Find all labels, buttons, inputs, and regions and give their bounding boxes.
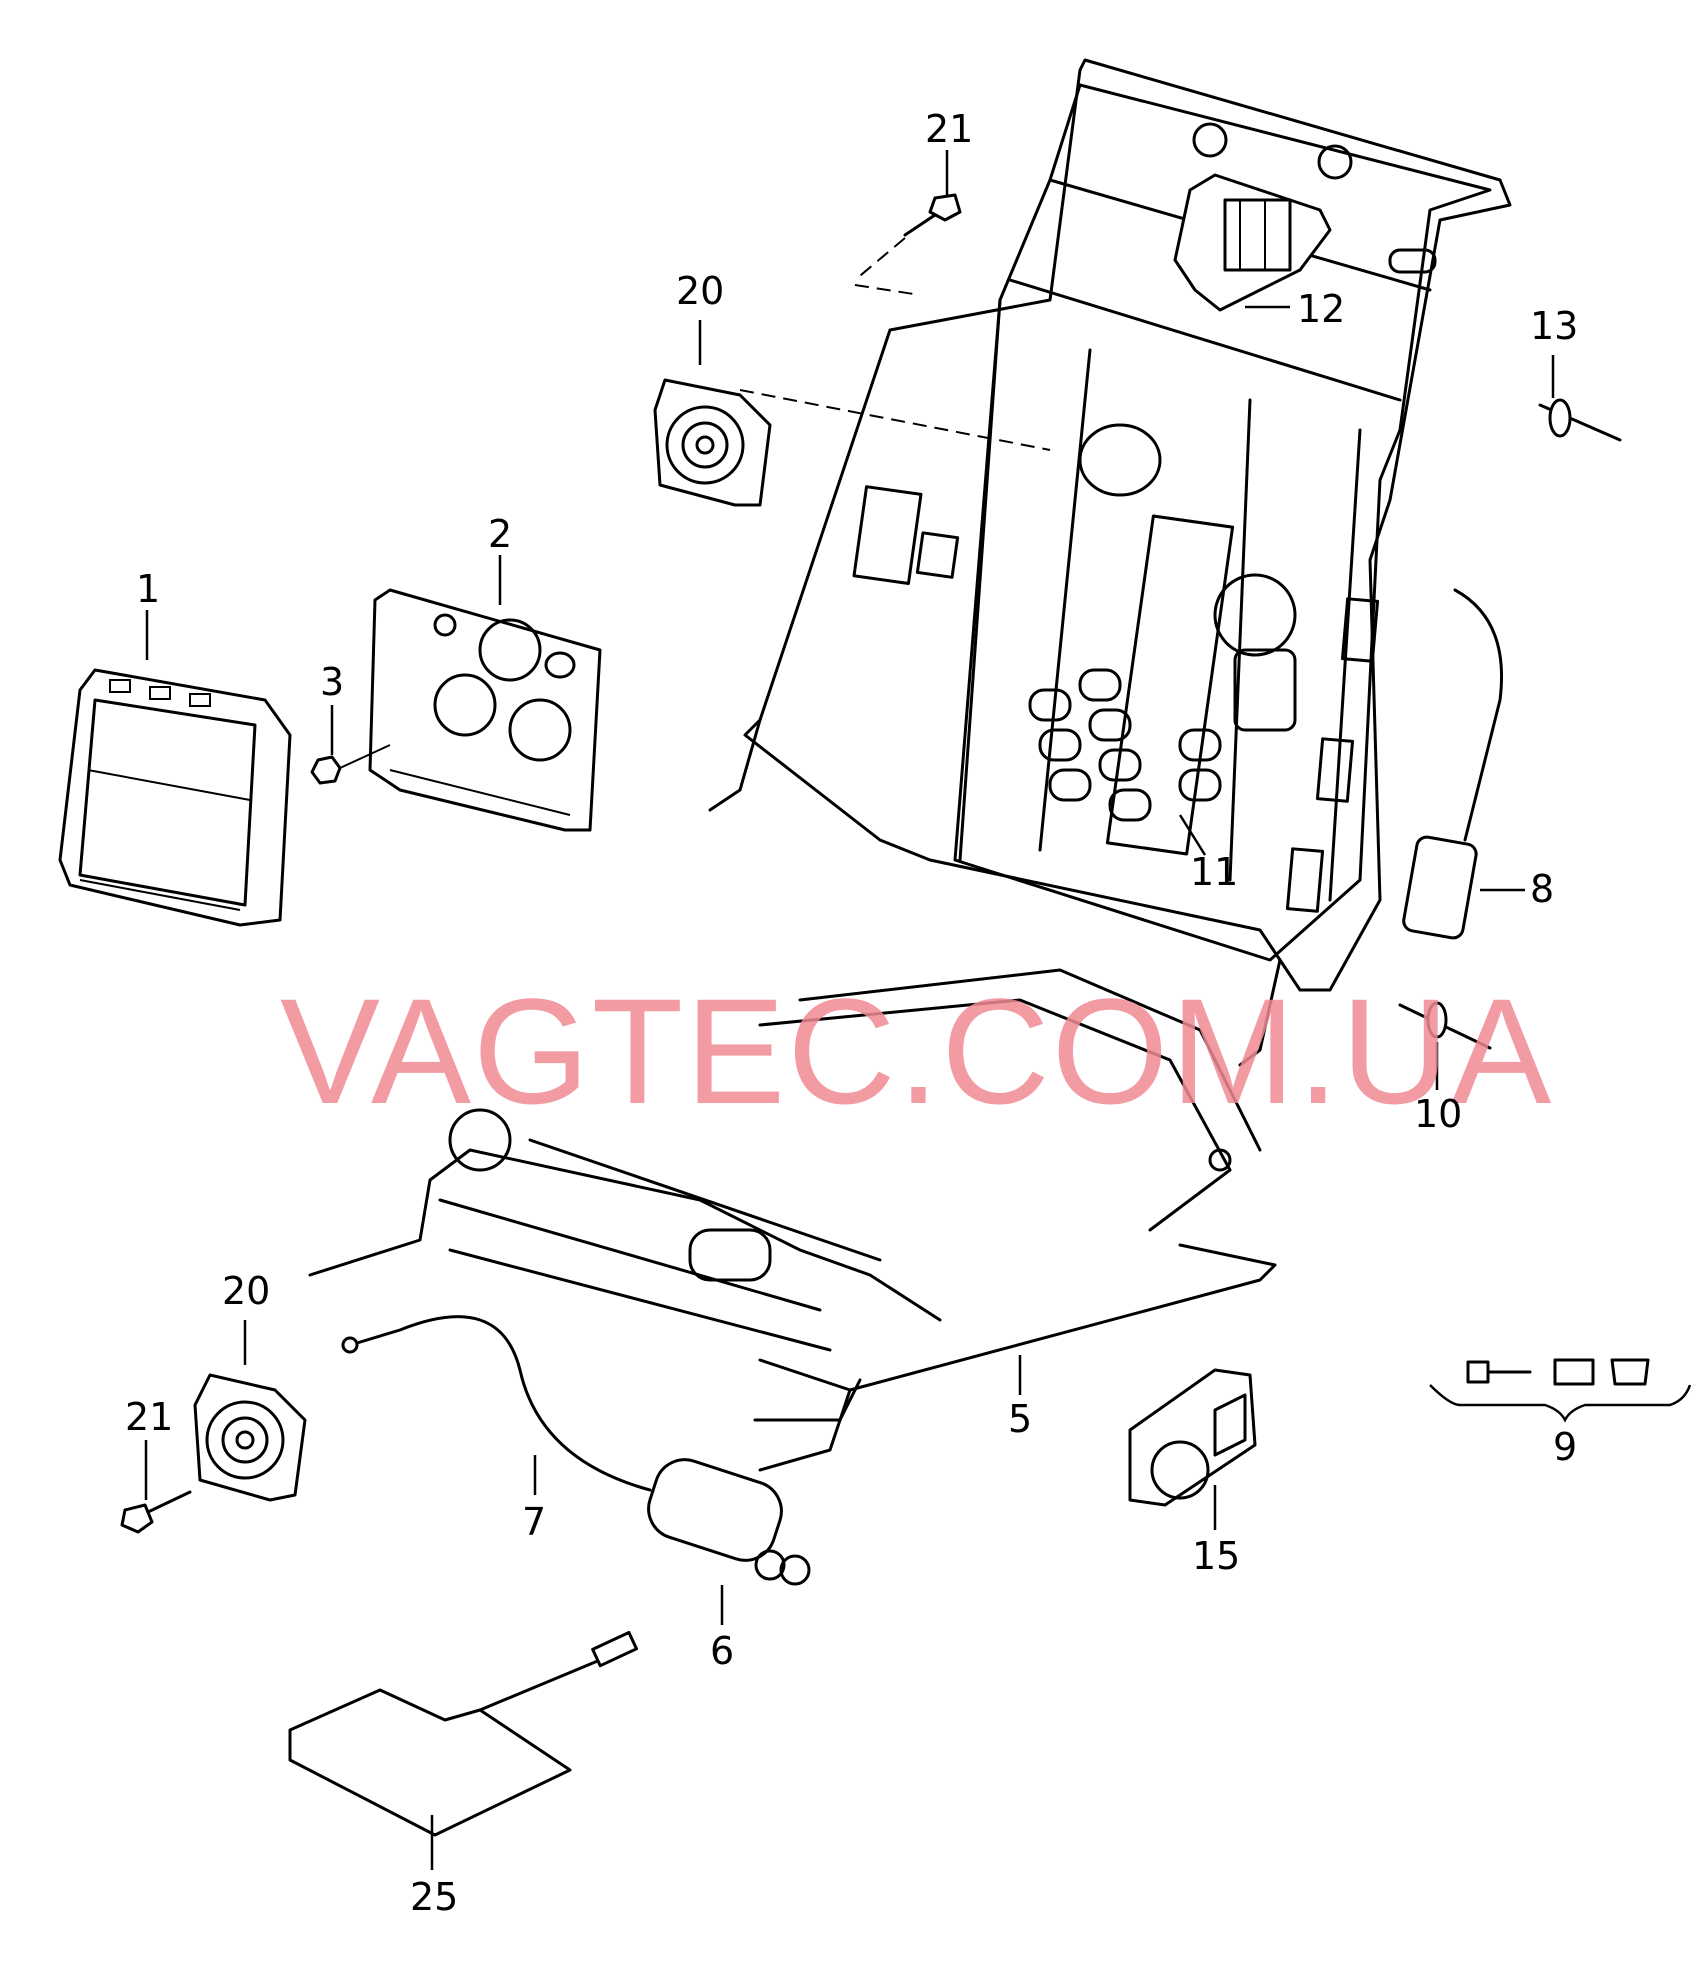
watermark: VAGTEC.COM.UA	[280, 967, 1554, 1135]
callout-9: 9	[1553, 1425, 1578, 1469]
part-12-connector	[1173, 173, 1332, 312]
callout-15: 15	[1192, 1534, 1241, 1578]
part-20-fan-bottom	[193, 1320, 307, 1502]
callout-20-top: 20	[676, 269, 725, 313]
callout-13: 13	[1530, 304, 1579, 348]
callout-5: 5	[1008, 1397, 1033, 1441]
callout-12: 12	[1297, 287, 1346, 331]
part-8-pump	[1402, 588, 1525, 940]
callout-21-bottom: 21	[125, 1395, 174, 1439]
callout-6: 6	[710, 1629, 735, 1673]
seat-back-frame	[708, 58, 1512, 1067]
part-11-valve-block	[1028, 514, 1297, 856]
callout-20-bottom: 20	[222, 1269, 271, 1313]
part-9-fastener-set	[1429, 1358, 1692, 1423]
part-25-heating-mat	[288, 1630, 639, 1870]
callout-11: 11	[1190, 850, 1239, 894]
part-1-control-module	[58, 668, 292, 927]
callout-1: 1	[136, 567, 161, 611]
part-21-screw-bottom	[120, 1440, 192, 1534]
part-3-nut	[310, 744, 391, 785]
part-6-motor	[647, 1458, 811, 1625]
callout-21-top: 21	[925, 107, 974, 151]
part-5-seat-frame	[308, 968, 1277, 1472]
part-2-bracket	[368, 588, 602, 832]
callout-2: 2	[488, 512, 513, 556]
callout-7: 7	[522, 1500, 547, 1544]
part-10-rivet	[1398, 1001, 1492, 1090]
callout-8: 8	[1530, 867, 1555, 911]
part-21-screw-top	[854, 150, 962, 296]
callout-10: 10	[1414, 1092, 1463, 1136]
part-20-fan-top	[653, 320, 1051, 507]
callout-3: 3	[320, 660, 345, 704]
part-15-switch	[1128, 1368, 1257, 1530]
part-7-cable	[341, 1315, 652, 1495]
callout-25: 25	[410, 1875, 459, 1919]
part-13-rivet	[1538, 355, 1622, 442]
